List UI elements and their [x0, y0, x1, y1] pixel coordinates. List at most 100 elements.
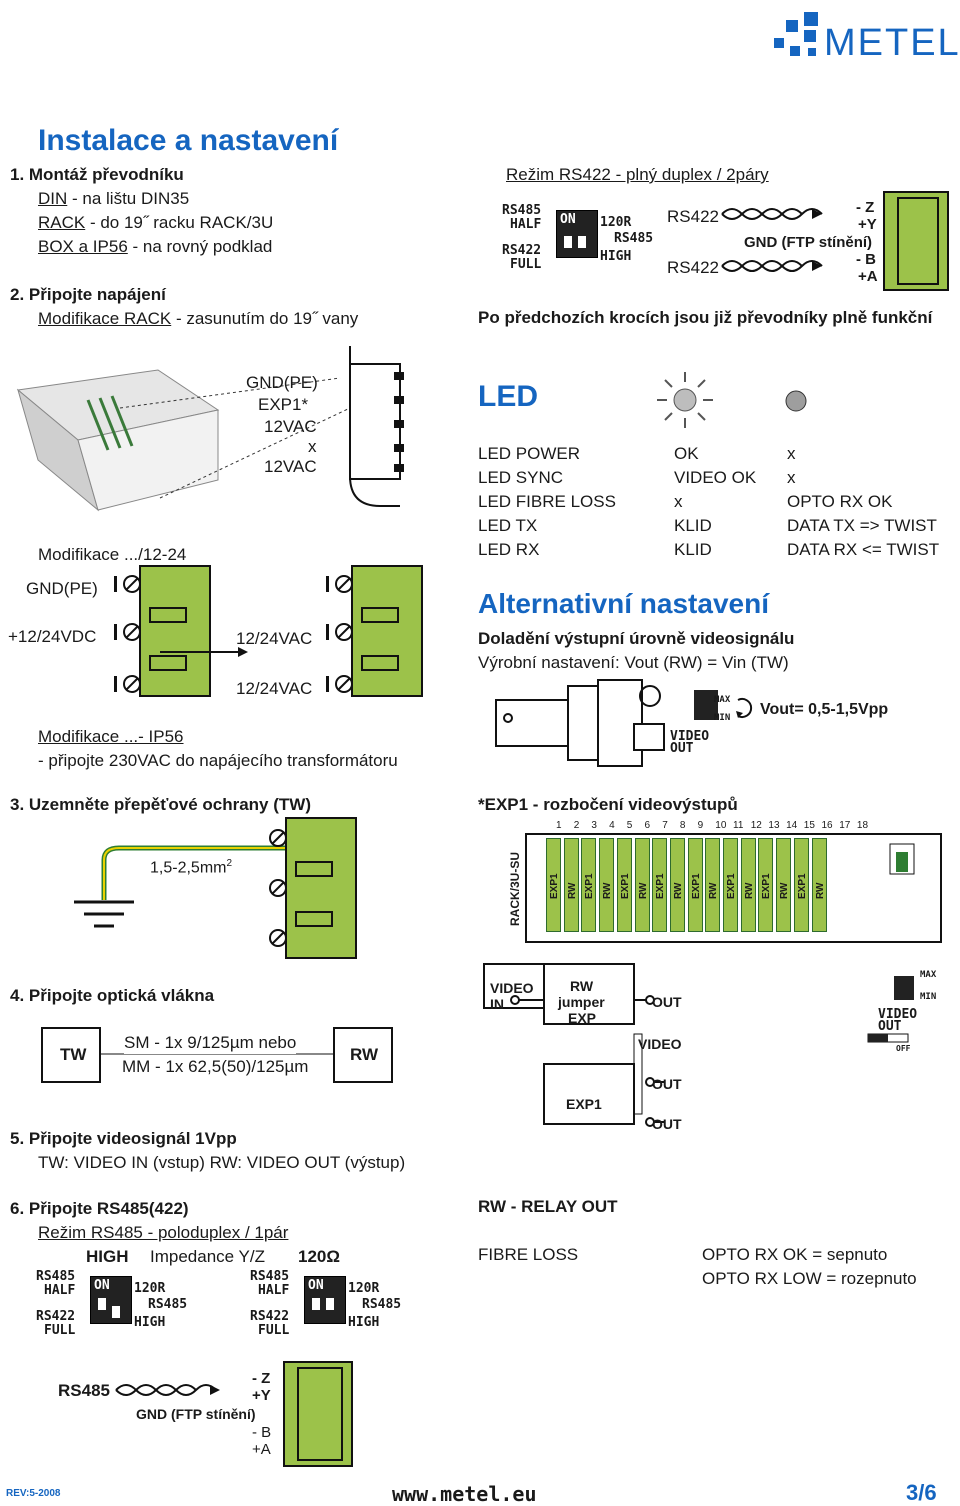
card-label: EXP1 [655, 873, 667, 899]
step3-heading: 3. Uzemněte přepěťové ochrany (TW) [10, 795, 311, 814]
rack-card: RW [563, 838, 579, 932]
alt-min: MIN [714, 713, 731, 723]
rs422-result-note: Po předchozích krocích jsou již převodní… [478, 308, 933, 327]
step6-ohm: 120Ω [298, 1247, 340, 1266]
rack-card: EXP1 [581, 838, 597, 932]
power-12-24vac-b: 12/24VAC [236, 679, 313, 698]
slot-number: 9 [697, 820, 704, 831]
step1-box: BOX a IP56 - na rovný podklad [38, 237, 273, 256]
slot-number: 5 [626, 820, 633, 831]
twisted-pair-icon [721, 208, 823, 272]
rs422-gnd: GND (FTP stínění) [744, 234, 873, 251]
ground-wire-icon [74, 845, 324, 928]
jumper-out4: OUT [878, 1019, 902, 1034]
rack-card: RW [740, 838, 756, 932]
rs422-label-b: RS422 [667, 258, 719, 277]
dip-switch-rs485-a: RS485 HALF RS422 FULL ON 120R RS485 HIGH [36, 1269, 188, 1338]
led-name: LED RX [478, 540, 540, 559]
power-gnd-pe-2: GND(PE) [26, 579, 98, 598]
rs422-minus-z: - Z [856, 199, 875, 216]
alt-vout: Vout= 0,5-1,5Vpp [760, 701, 889, 718]
rs485-label: RS485 [58, 1381, 110, 1400]
rack-photo-icon [16, 369, 220, 512]
power-12vac-1: 12VAC [264, 417, 317, 436]
step6-heading: 6. Připojte RS485(422) [10, 1199, 189, 1218]
slot-number: 8 [679, 820, 686, 831]
jumper-exp1: EXP1 [566, 1096, 602, 1112]
jumper-video-in: VIDEO [490, 980, 534, 996]
slot-number: 12 [750, 820, 762, 831]
step3-wire: 1,5-2,5mm2 [150, 858, 233, 877]
page-title: Instalace a nastavení [38, 124, 339, 157]
slot-number: 15 [803, 820, 815, 831]
jumper-video2: VIDEO [878, 1007, 918, 1022]
rack-card: EXP1 [687, 838, 703, 932]
led-row: LED SYNC VIDEO OK x [478, 468, 958, 490]
relay-fibre: FIBRE LOSS [478, 1245, 579, 1264]
alt-video: VIDEO [670, 729, 710, 744]
card-label: EXP1 [549, 873, 560, 899]
rack-card: EXP1 [652, 838, 668, 932]
dotted-pointer-lines [119, 377, 351, 499]
jumper-exp: EXP [568, 1010, 597, 1026]
slot-number: 6 [644, 820, 651, 831]
slot-number: 11 [733, 820, 744, 831]
card-label: EXP1 [796, 873, 808, 899]
alt-title: Alternativní nastavení [478, 588, 769, 619]
card-label: EXP1 [690, 873, 702, 899]
led-off-state: DATA TX => TWIST [787, 516, 937, 535]
rs485-twisted-pair-icon [115, 1384, 220, 1396]
footer-page: 3/6 [906, 1480, 937, 1505]
led-off-state: OPTO RX OK [787, 492, 893, 511]
slot-number: 4 [609, 820, 615, 831]
fiber-diagram-icon [41, 1027, 393, 1083]
rs485-plus-a: +A [252, 1441, 271, 1458]
rs485-minus-b: - B [252, 1424, 272, 1441]
slot-number: 17 [839, 820, 851, 831]
led-off-state: DATA RX <= TWIST [787, 540, 940, 559]
rack-card: EXP1 [616, 838, 632, 932]
terminal-block-rs485-icon [283, 1361, 353, 1467]
led-name: LED SYNC [478, 468, 564, 487]
power-x: x [308, 437, 317, 456]
step2-rack: Modifikace RACK - zasunutím do 19˝ vany [38, 309, 359, 328]
card-label: EXP1 [584, 873, 596, 899]
led-on-state: VIDEO OK [674, 468, 757, 487]
step5-text: TW: VIDEO IN (vstup) RW: VIDEO OUT (výst… [38, 1153, 406, 1172]
card-label: RW [779, 882, 791, 899]
step4-heading: 4. Připojte optická vlákna [10, 986, 215, 1005]
jumper-out3: OUT [652, 1116, 682, 1132]
terminal-block-ground-icon [269, 817, 357, 959]
slot-number: 3 [591, 820, 597, 831]
rotate-icon [736, 698, 753, 718]
jumper-video: VIDEO [638, 1036, 682, 1052]
rs485-plus-y: +Y [252, 1387, 271, 1404]
alt-out: OUT [670, 741, 694, 756]
slot-number: 10 [715, 820, 727, 831]
step6-imp: Impedance Y/Z [150, 1247, 265, 1266]
card-label: EXP1 [761, 873, 773, 899]
exp1-split-title: *EXP1 - rozbočení videovýstupů [478, 795, 738, 814]
power-12vac-2: 12VAC [264, 457, 317, 476]
video-board-icon [495, 679, 718, 767]
led-off-state: x [787, 468, 796, 487]
rs422-minus-b: - B [856, 251, 876, 268]
footer-url[interactable]: www.metel.eu [392, 1482, 537, 1506]
rack-card: RW [776, 838, 792, 932]
brand-name: METEL [824, 22, 960, 64]
jumper-board-icon [483, 963, 914, 1127]
jumper-jumper: jumper [558, 994, 605, 1010]
step1-rack: RACK - do 19˝ racku RACK/3U [38, 213, 274, 232]
rs485-minus-z: - Z [252, 1370, 271, 1387]
rs422-mode-title: Režim RS422 - plný duplex / 2páry [506, 165, 769, 184]
led-name: LED TX [478, 516, 538, 535]
rack-3u-label: RACK/3U-SU [508, 851, 522, 926]
rack-card: RW [634, 838, 650, 932]
led-name: LED FIBRE LOSS [478, 492, 616, 511]
rs422-label-a: RS422 [667, 207, 719, 226]
power-12-24vdc: +12/24VDC [8, 627, 97, 646]
rack-card: EXP1 [723, 838, 738, 932]
